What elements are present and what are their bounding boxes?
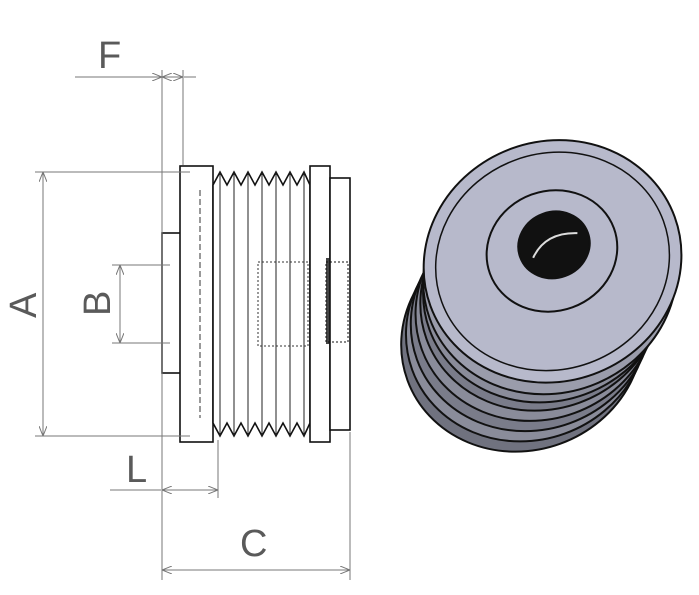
side-view (161, 165, 351, 443)
right-hub (329, 177, 351, 431)
isometric-view (400, 139, 683, 453)
left-hub (161, 232, 183, 374)
label-c: C (240, 523, 267, 565)
label-a: A (3, 292, 45, 318)
label-b: B (77, 291, 119, 316)
splined-bore (517, 210, 591, 280)
label-f: F (98, 35, 121, 77)
left-flange (179, 165, 214, 443)
label-l: L (126, 449, 147, 491)
dimensions: F L C A B (3, 35, 351, 580)
